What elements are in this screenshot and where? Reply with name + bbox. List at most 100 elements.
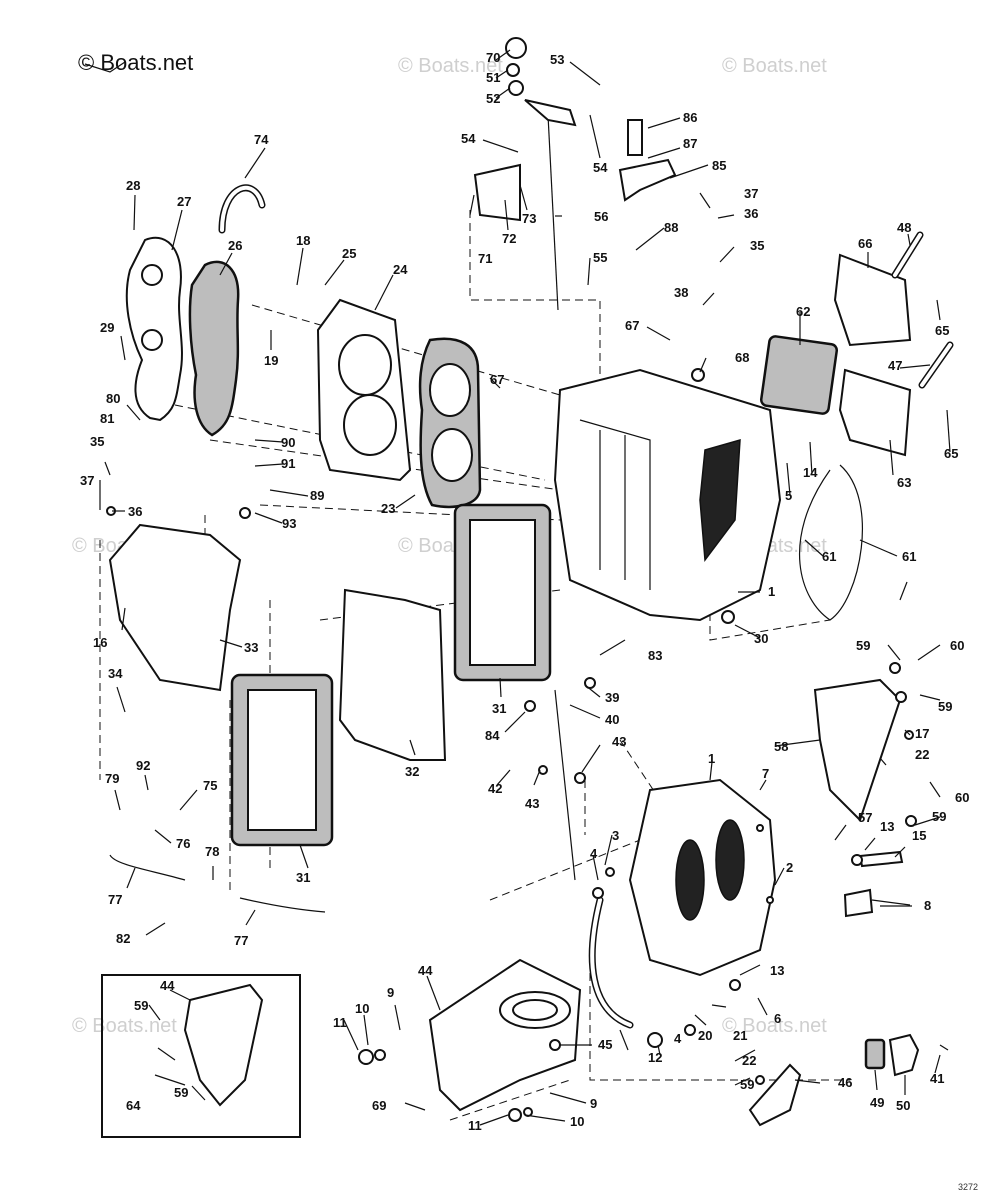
callout-36: 36 bbox=[128, 504, 142, 519]
callout-31: 31 bbox=[492, 701, 506, 716]
callout-35: 35 bbox=[750, 238, 764, 253]
callout-labels: 1 1 2 3 4 4 5 6 7 8 9 9 10 10 11 11 12 1… bbox=[80, 50, 969, 1133]
callout-15: 15 bbox=[912, 828, 926, 843]
callout-59: 59 bbox=[740, 1077, 754, 1092]
callout-61: 61 bbox=[902, 549, 916, 564]
exhaust-cover-gasket bbox=[188, 260, 240, 437]
callout-65: 65 bbox=[944, 446, 958, 461]
callout-75: 75 bbox=[203, 778, 217, 793]
callout-61: 61 bbox=[822, 549, 836, 564]
callout-77: 77 bbox=[234, 933, 248, 948]
callout-57: 57 bbox=[858, 810, 872, 825]
callout-90: 90 bbox=[281, 435, 295, 450]
callout-37: 37 bbox=[80, 473, 94, 488]
bracket-44 bbox=[428, 958, 582, 1112]
callout-73: 73 bbox=[522, 211, 536, 226]
callout-22: 22 bbox=[915, 747, 929, 762]
watermark: © Boats.net bbox=[722, 1015, 827, 1037]
callout-59: 59 bbox=[938, 699, 952, 714]
callout-47: 47 bbox=[888, 358, 902, 373]
callout-59: 59 bbox=[174, 1085, 188, 1100]
callout-34: 34 bbox=[108, 666, 123, 681]
callout-43: 43 bbox=[525, 796, 539, 811]
callout-9: 9 bbox=[590, 1096, 597, 1111]
callout-49: 49 bbox=[870, 1095, 884, 1110]
callout-24: 24 bbox=[393, 262, 408, 277]
callout-13: 13 bbox=[880, 819, 894, 834]
plate-50 bbox=[888, 1033, 920, 1077]
callout-5: 5 bbox=[785, 488, 792, 503]
inset-box bbox=[101, 974, 301, 1138]
callout-54: 54 bbox=[461, 131, 476, 146]
callout-44: 44 bbox=[160, 978, 175, 993]
callout-1: 1 bbox=[768, 584, 775, 599]
callout-40: 40 bbox=[605, 712, 619, 727]
callout-44: 44 bbox=[418, 963, 433, 978]
callout-48: 48 bbox=[897, 220, 911, 235]
callout-68: 68 bbox=[735, 350, 749, 365]
callout-27: 27 bbox=[177, 194, 191, 209]
callout-30: 30 bbox=[754, 631, 768, 646]
callout-8: 8 bbox=[924, 898, 931, 913]
callout-28: 28 bbox=[126, 178, 140, 193]
callout-38: 38 bbox=[674, 285, 688, 300]
callout-25: 25 bbox=[342, 246, 356, 261]
bracket-46 bbox=[748, 1063, 802, 1127]
callout-10: 10 bbox=[355, 1001, 369, 1016]
callout-59: 59 bbox=[932, 809, 946, 824]
callout-7: 7 bbox=[762, 766, 769, 781]
copyright-label: © Boats.net bbox=[78, 50, 193, 75]
callout-39: 39 bbox=[605, 690, 619, 705]
cover-gasket-62 bbox=[759, 335, 839, 415]
crankcase-upper bbox=[553, 368, 782, 622]
cover-63 bbox=[838, 368, 912, 457]
callout-3: 3 bbox=[612, 828, 619, 843]
callout-56: 56 bbox=[594, 209, 608, 224]
callout-92: 92 bbox=[136, 758, 150, 773]
callout-36: 36 bbox=[744, 206, 758, 221]
callout-19: 19 bbox=[264, 353, 278, 368]
callout-79: 79 bbox=[105, 771, 119, 786]
callout-64: 64 bbox=[126, 1098, 141, 1113]
callout-29: 29 bbox=[100, 320, 114, 335]
callout-89: 89 bbox=[310, 488, 324, 503]
callout-83: 83 bbox=[648, 648, 662, 663]
callout-32: 32 bbox=[405, 764, 419, 779]
callout-70: 70 bbox=[486, 50, 500, 65]
callout-42: 42 bbox=[488, 781, 502, 796]
callout-85: 85 bbox=[712, 158, 726, 173]
callout-2: 2 bbox=[786, 860, 793, 875]
callout-54: 54 bbox=[593, 160, 608, 175]
exhaust-cover-plate bbox=[125, 237, 183, 422]
callout-13: 13 bbox=[770, 963, 784, 978]
callout-71: 71 bbox=[478, 251, 492, 266]
callout-46: 46 bbox=[838, 1075, 852, 1090]
inset-bracket-44 bbox=[183, 983, 264, 1107]
callout-65: 65 bbox=[935, 323, 949, 338]
callout-43: 43 bbox=[612, 734, 626, 749]
callout-11: 11 bbox=[468, 1118, 482, 1133]
callout-37: 37 bbox=[744, 186, 758, 201]
callout-41: 41 bbox=[930, 1071, 944, 1086]
callout-1: 1 bbox=[708, 751, 715, 766]
callout-67: 67 bbox=[490, 372, 504, 387]
callout-22: 22 bbox=[742, 1053, 756, 1068]
mounting-bracket-plate bbox=[108, 523, 242, 692]
watermark: © Boats.net bbox=[72, 1015, 177, 1037]
screen-49 bbox=[864, 1038, 886, 1070]
watermark: © Boats.net bbox=[722, 55, 827, 77]
callout-23: 23 bbox=[381, 501, 395, 516]
bracket-58 bbox=[813, 678, 902, 822]
callout-60: 60 bbox=[950, 638, 964, 653]
callout-88: 88 bbox=[664, 220, 678, 235]
callout-31: 31 bbox=[296, 870, 310, 885]
callout-26: 26 bbox=[228, 238, 242, 253]
callout-72: 72 bbox=[502, 231, 516, 246]
callout-62: 62 bbox=[796, 304, 810, 319]
callout-86: 86 bbox=[683, 110, 697, 125]
callout-16: 16 bbox=[93, 635, 107, 650]
leader-lines bbox=[84, 49, 951, 1126]
callout-66: 66 bbox=[858, 236, 872, 251]
callout-87: 87 bbox=[683, 136, 697, 151]
callout-63: 63 bbox=[897, 475, 911, 490]
